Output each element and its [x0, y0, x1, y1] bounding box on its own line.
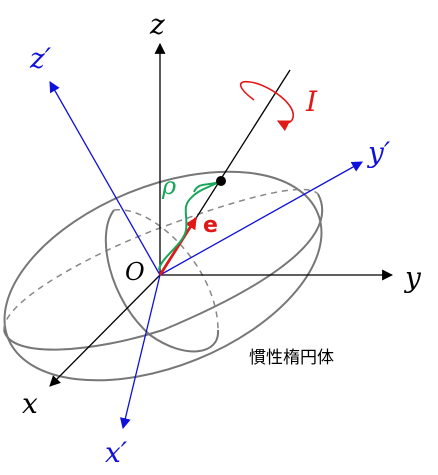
- ellipsoid-equator-front: [3, 193, 324, 351]
- ellipsoid-caption: 慣性楕円体: [249, 348, 334, 368]
- rho-brace: [158, 181, 220, 271]
- ellipsoid-meridian-front: [104, 209, 220, 353]
- rho-label: ρ: [161, 172, 176, 200]
- x-prime-axis-label: x′: [105, 436, 128, 469]
- unit-vector-e: [158, 216, 198, 276]
- rotation-arrow-icon: [239, 80, 295, 132]
- y-prime-axis: [159, 161, 363, 276]
- ellipsoid-meridian-back: [113, 209, 219, 331]
- z-prime-axis-label: z′: [29, 42, 52, 75]
- y-prime-axis-label: y′: [366, 136, 391, 169]
- x-axis-label: x: [22, 387, 38, 420]
- unit-vector-e-label: e: [203, 213, 218, 238]
- ellipsoid-equator-back: [3, 188, 319, 331]
- z-prime-axis: [49, 81, 161, 276]
- x-axis: [49, 274, 161, 387]
- moment-of-inertia-label: I: [305, 85, 318, 118]
- origin-label: O: [125, 258, 145, 286]
- z-axis-label: z: [149, 8, 165, 41]
- y-axis-label: y: [403, 261, 422, 294]
- axis-point: [216, 176, 226, 186]
- x-prime-axis: [119, 274, 161, 430]
